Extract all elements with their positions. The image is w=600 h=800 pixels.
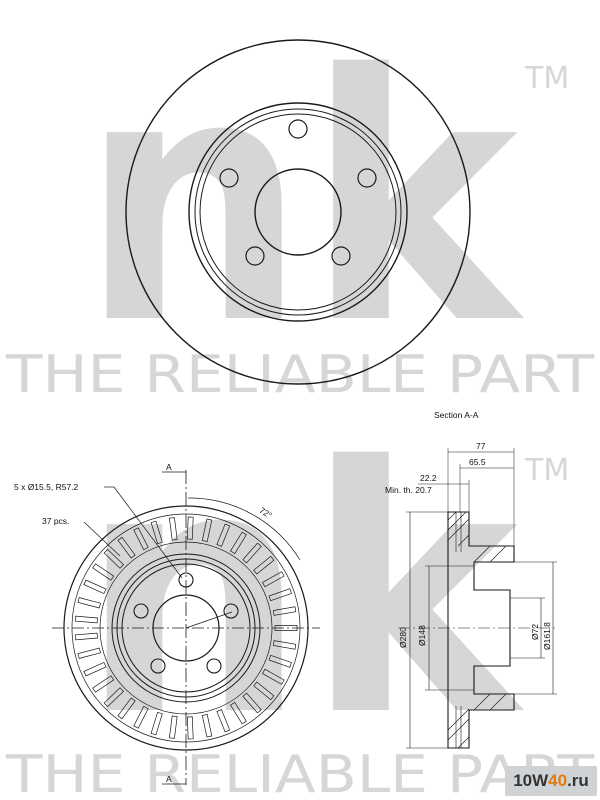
dim-148: Ø148 [417, 625, 427, 646]
section-marker-top: A [166, 462, 172, 472]
watermark-tm-top: TM [524, 61, 569, 96]
site-badge: 10W40.ru [505, 766, 597, 796]
vent-slot [74, 632, 98, 641]
vent-slot [133, 705, 149, 729]
dim-72: Ø72 [530, 624, 540, 640]
callout-holes: 5 x Ø15.5, R57.2 [14, 482, 79, 492]
callout-vents-leader [83, 521, 121, 557]
vent-slot [103, 687, 124, 708]
section-view: Section A-A 77 65.5 22.2 Min. th. 20. [385, 410, 558, 749]
bolt-hole-5 [219, 168, 239, 188]
site-badge-suffix: .ru [567, 771, 589, 790]
vent-slot [216, 709, 231, 733]
vent-slot [169, 517, 178, 541]
vent-slot [117, 536, 136, 559]
vent-slot [268, 588, 292, 602]
vent-slot [242, 542, 262, 564]
dim-77: 77 [476, 441, 486, 451]
vent-slot [242, 692, 262, 714]
bolt-hole-4 [245, 246, 265, 266]
vent-slot [186, 716, 194, 740]
front-bolt-hole-1 [178, 572, 194, 588]
vent-slot [92, 563, 115, 581]
vent-slot [230, 531, 247, 555]
vent-slot [262, 668, 285, 685]
vent-slot [83, 579, 107, 595]
section-profile [447, 511, 515, 749]
dim-22-2: 22.2 [420, 473, 437, 483]
vent-slot [272, 606, 297, 616]
vent-slot [268, 654, 292, 668]
dim-65-5: 65.5 [469, 457, 486, 467]
watermark-slogan-top: THE RELIABLE PART [5, 345, 594, 405]
vent-slot [83, 661, 107, 677]
vent-slot [274, 625, 298, 631]
watermark-slogan-bottom: THE RELIABLE PART [5, 745, 594, 800]
vent-slot [201, 518, 213, 543]
hat-inner-ring-1 [194, 108, 402, 316]
watermark-tm-bottom: TM [524, 453, 569, 488]
vent-slot [230, 701, 247, 725]
vent-slots [74, 516, 298, 740]
section-marker-bottom: A [166, 774, 172, 784]
vent-slot [186, 516, 194, 540]
front-bolt-hole-2 [223, 603, 239, 619]
front-bolt-hole-5 [133, 603, 149, 619]
vent-slot [169, 715, 178, 739]
vent-slot [253, 555, 275, 575]
vent-slot [92, 675, 115, 693]
vent-slot [150, 711, 163, 736]
disc-top-view [125, 39, 471, 385]
vent-slot [272, 640, 297, 650]
vent-slot [117, 697, 136, 720]
callout-vents: 37 pcs. [42, 516, 69, 526]
watermark-logo-top: nk [80, 3, 525, 399]
front-bolt-hole-4 [150, 658, 166, 674]
vent-slot [77, 647, 101, 659]
hat-outer-ring [188, 102, 408, 322]
vent-slot [253, 681, 275, 701]
vent-slot [262, 571, 285, 588]
disc-outer-edge [125, 39, 471, 385]
bolt-hole-3 [331, 246, 351, 266]
callout-holes-leader [113, 486, 183, 579]
watermark-bottom: nk TM THE RELIABLE PART [5, 395, 594, 800]
disc-front-view: A A 72° 5 x Ø15.5, R57.2 37 pcs. [14, 462, 320, 785]
bolt-hole-2 [357, 168, 377, 188]
vent-slot [133, 527, 149, 551]
vent-slot [77, 597, 101, 609]
front-bolt-hole-3 [206, 658, 222, 674]
site-badge-accent: 40 [548, 771, 568, 790]
vent-slot [201, 713, 213, 738]
section-title: Section A-A [434, 410, 479, 420]
dim-280: Ø280 [398, 627, 408, 648]
dim-min-thickness: Min. th. 20.7 [385, 485, 432, 495]
center-bore [254, 168, 342, 256]
watermark-top: nk TM THE RELIABLE PART [5, 3, 594, 405]
vent-slot [150, 520, 163, 545]
hat-inner-ring-2 [199, 113, 397, 311]
angle-arc [187, 497, 301, 561]
site-badge-prefix: 10W [513, 771, 549, 790]
bolt-hole-1 [288, 119, 308, 139]
section-hatch [447, 511, 507, 749]
vent-slot [103, 548, 124, 569]
vent-slot [74, 615, 98, 624]
center-line-angled [185, 611, 233, 629]
dim-161-8: Ø161.8 [542, 622, 552, 650]
vent-slot [216, 523, 231, 547]
